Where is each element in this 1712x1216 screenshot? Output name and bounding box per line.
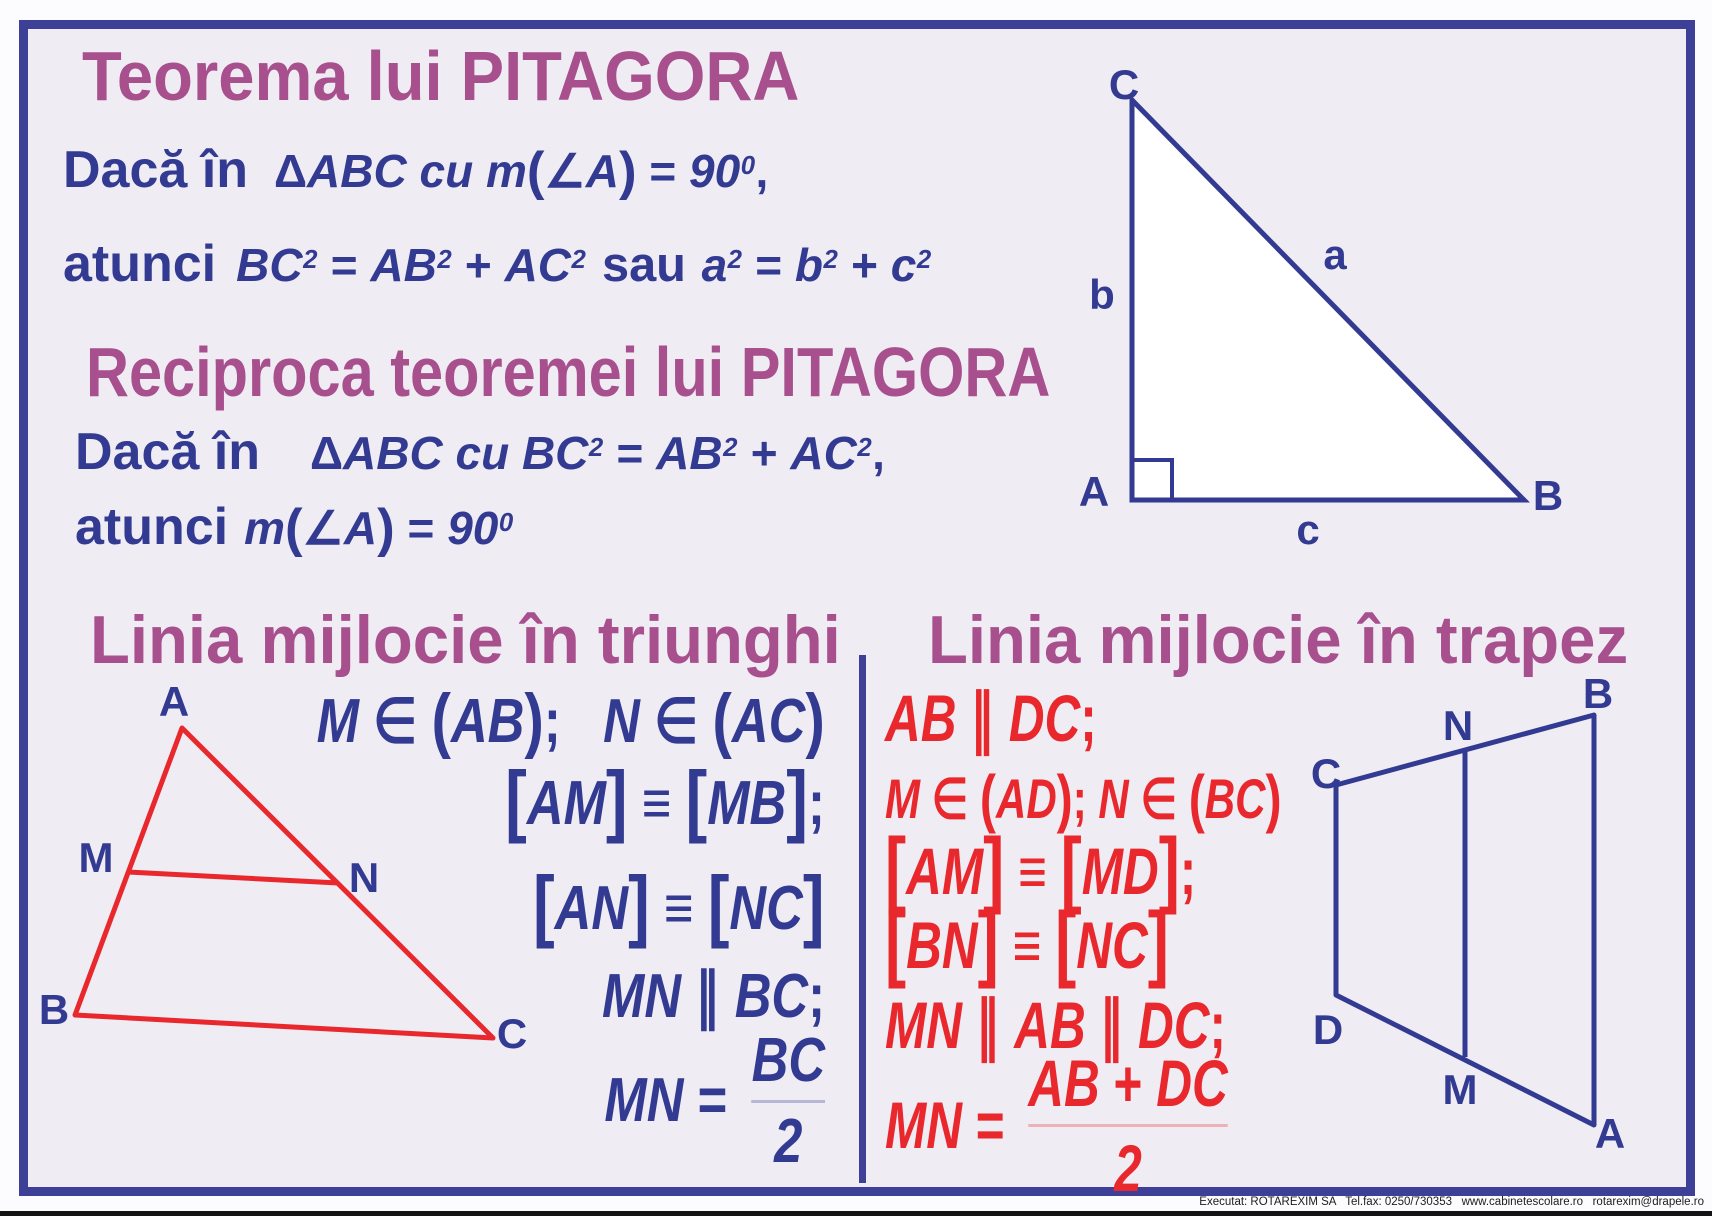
right-triangle-shape (1129, 93, 1530, 503)
title-reciprocal-theorem: Reciproca teoremei lui PITAGORA (86, 333, 1051, 411)
trapezoid-midline-formula-2: M ∈ (AD); N ∈ (BC) (885, 761, 1282, 834)
triangle-midline-segment (127, 869, 339, 886)
conclusion-label: atunci (75, 498, 229, 556)
vertex-label-M: M (1442, 1066, 1478, 1113)
trapezoid-midline-formula-5: MN ∥ AB ∥ DC; (885, 988, 1227, 1062)
publisher-imprint: Executat: ROTAREXIM SA Tel.fax: 0250/730… (1199, 1196, 1704, 1208)
hypothesis-formula: ΔABC cu m(∠A) = 900, (273, 141, 769, 201)
triangle-midline-formula-4: MN ∥ BC; (601, 962, 825, 1031)
title-pythagoras-theorem: Teorema lui PITAGORA (82, 37, 800, 115)
vertex-label-B: B (1582, 670, 1614, 717)
midline-triangle-shape (72, 725, 496, 1041)
vertex-label-M: M (78, 834, 114, 881)
hypothesis-formula: ΔABC cu BC2 = AB2 + AC2, (309, 427, 885, 479)
vertex-label-N: N (348, 854, 380, 901)
vertex-label-A: A (1594, 1110, 1626, 1157)
conclusion-label: atunci (63, 235, 217, 293)
vertex-label-b: b (1089, 271, 1115, 318)
vertex-label-A: A (158, 678, 190, 725)
hypothesis-label: Dacă în (63, 141, 248, 199)
vertex-label-C: C (1310, 750, 1342, 797)
vertex-label-B: B (1532, 472, 1564, 519)
bottom-edge-bar (0, 1211, 1712, 1216)
pythagoras-hypothesis-line: Dacă în ΔABC cu m(∠A) = 900, (63, 141, 769, 201)
vertex-label-D: D (1312, 1006, 1344, 1053)
reciprocal-conclusion-line: atunci m(∠A) = 900 (75, 498, 514, 558)
vertex-label-C: C (496, 1010, 528, 1057)
section-divider (859, 655, 866, 1183)
triangle-midline-formula-3: [AN] ≡ [NC] (533, 860, 825, 950)
vertex-label-N: N (1442, 702, 1474, 749)
triangle-midline-formula-1: M ∈ (AB); N ∈ (AC) (316, 680, 825, 761)
vertex-label-A: A (1078, 468, 1110, 515)
poster-border-panel (19, 20, 1695, 1196)
reciprocal-hypothesis-line: Dacă în ΔABC cu BC2 = AB2 + AC2, (75, 426, 885, 478)
vertex-label-B: B (38, 986, 70, 1033)
hypothesis-label: Dacă în (75, 423, 260, 481)
triangle-midline-formula-2: [AM] ≡ [MB]; (505, 755, 825, 845)
right-angle-marker (1132, 458, 1174, 500)
title-midline-trapezoid: Linia mijlocie în trapez (928, 602, 1629, 678)
vertex-label-C: C (1108, 61, 1140, 108)
conclusion-formula: m(∠A) = 900 (244, 498, 514, 558)
trapezoid-midline-formula-3: [AM] ≡ [MD]; (885, 821, 1197, 916)
title-midline-triangle: Linia mijlocie în triunghi (90, 602, 841, 678)
trapezoid-midline-formula-1: AB ∥ DC; (885, 681, 1097, 755)
trapezoid-midline-formula-4: [BN] ≡ [NC] (885, 895, 1169, 990)
vertex-label-c: c (1296, 506, 1320, 553)
vertex-label-a: a (1323, 231, 1347, 278)
trapezoid-shape (1333, 712, 1597, 1128)
